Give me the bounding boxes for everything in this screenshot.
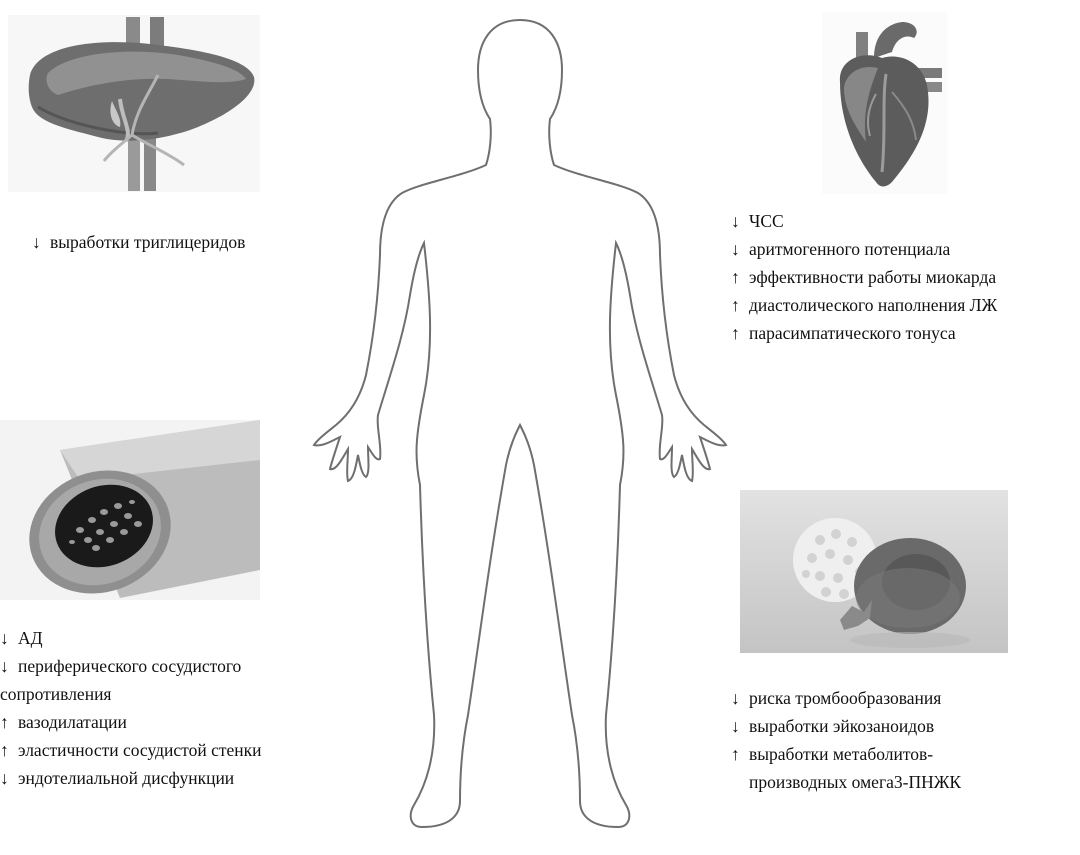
- decrease-arrow-icon: ↓: [731, 684, 749, 712]
- increase-arrow-icon: ↑: [731, 740, 749, 768]
- heart-effect-item: ↑эффективности работы миокарда: [731, 263, 997, 291]
- heart-effect-item: ↓ЧСС: [731, 207, 997, 235]
- liver-icon: [8, 15, 260, 192]
- heart-effect-item: ↑диастолического наполнения ЛЖ: [731, 291, 997, 319]
- heart-image: [822, 12, 947, 194]
- vessel-effect-item: ↑вазодилатации: [0, 708, 261, 736]
- decrease-arrow-icon: ↓: [731, 712, 749, 740]
- blood-cells-image: [740, 490, 1008, 653]
- vessel-effect-item-continuation: сопротивления: [0, 680, 261, 708]
- decrease-arrow-icon: ↓: [0, 652, 18, 680]
- decrease-arrow-icon: ↓: [731, 207, 749, 235]
- heart-effect-item: ↓аритмогенного потенциала: [731, 235, 997, 263]
- decrease-arrow-icon: ↓: [0, 764, 18, 792]
- decrease-arrow-icon: ↓: [0, 624, 18, 652]
- vessel-effect-item: ↓АД: [0, 624, 261, 652]
- increase-arrow-icon: ↑: [0, 708, 18, 736]
- increase-arrow-icon: ↑: [731, 319, 749, 347]
- human-body-outline-icon: [310, 15, 730, 850]
- vessel-effects: ↓АД ↓периферического сосудистого сопроти…: [0, 624, 261, 792]
- blood-cells-effect-item: ↓выработки эйкозаноидов: [731, 712, 961, 740]
- liver-image: [8, 15, 260, 192]
- increase-arrow-icon: ↑: [0, 736, 18, 764]
- blood-cells-icon: [740, 490, 1008, 653]
- vessel-effect-item: ↑эластичности сосудистой стенки: [0, 736, 261, 764]
- vessel-image: [0, 420, 260, 600]
- vessel-effect-item: ↓периферического сосудистого: [0, 652, 261, 680]
- liver-effects: ↓выработки триглицеридов: [32, 228, 245, 256]
- blood-vessel-icon: [0, 420, 260, 600]
- blood-cells-effect-item: ↓риска тромбообразования: [731, 684, 961, 712]
- heart-effects: ↓ЧСС ↓аритмогенного потенциала ↑эффектив…: [731, 207, 997, 347]
- blood-cells-effect-item-continuation: производных омега3-ПНЖК: [731, 768, 961, 796]
- increase-arrow-icon: ↑: [731, 263, 749, 291]
- heart-effect-item: ↑парасимпатического тонуса: [731, 319, 997, 347]
- vessel-effect-item: ↓эндотелиальной дисфункции: [0, 764, 261, 792]
- decrease-arrow-icon: ↓: [32, 228, 50, 256]
- heart-icon: [822, 12, 947, 194]
- blood-cells-effects: ↓риска тромбообразования ↓выработки эйко…: [731, 684, 961, 796]
- liver-effect-item: ↓выработки триглицеридов: [32, 228, 245, 256]
- increase-arrow-icon: ↑: [731, 291, 749, 319]
- blood-cells-effect-item: ↑выработки метаболитов-: [731, 740, 961, 768]
- decrease-arrow-icon: ↓: [731, 235, 749, 263]
